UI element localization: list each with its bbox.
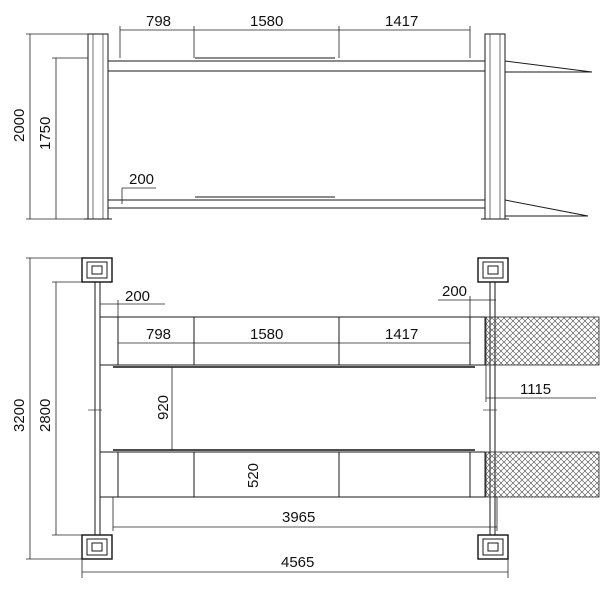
plan-dim-520: 520 — [245, 463, 262, 488]
side-top-dimension: 798 1580 1417 — [119, 13, 471, 58]
side-vertical-dimensions: 2000 1750 — [11, 33, 88, 220]
plan-dim-798: 798 — [146, 326, 171, 343]
side-lower-beam — [108, 196, 485, 209]
post-top-left — [81, 257, 113, 283]
post-bottom-right — [477, 534, 509, 560]
ramp-lower — [485, 451, 600, 498]
plan-dim-4565: 4565 — [281, 554, 314, 571]
side-ramps — [504, 60, 593, 217]
plan-runway-dims: 798 1580 1417 — [118, 326, 470, 344]
plan-dim-3200: 3200 — [11, 399, 28, 432]
plan-lower-runway — [99, 449, 486, 498]
side-dim-1417: 1417 — [385, 13, 418, 30]
plan-ramp-dim: 1115 — [485, 365, 596, 402]
side-dim-798: 798 — [146, 13, 171, 30]
plan-dim-3965: 3965 — [282, 509, 315, 526]
plan-inner-length-dim: 3965 — [112, 497, 498, 531]
plan-dim-1417: 1417 — [385, 326, 418, 343]
side-right-post — [481, 33, 509, 220]
plan-offset-dims: 200 200 — [100, 283, 496, 317]
side-dim-1750: 1750 — [37, 117, 54, 150]
side-left-post — [84, 33, 112, 220]
plan-gap-dim: 920 — [155, 367, 173, 450]
plan-dim-920: 920 — [155, 395, 172, 420]
plan-vertical-dims: 3200 2800 — [11, 257, 82, 560]
side-dim-1580: 1580 — [250, 13, 283, 30]
side-view: 798 1580 1417 2000 1750 200 — [11, 13, 593, 220]
plan-plate-dim: 520 — [245, 463, 262, 488]
plan-dim-200-left: 200 — [125, 288, 150, 305]
plan-dim-2800: 2800 — [37, 399, 54, 432]
side-dim-200: 200 — [129, 171, 154, 188]
side-dim-2000: 2000 — [11, 109, 28, 142]
side-leader-200: 200 — [121, 171, 156, 204]
post-top-right — [477, 257, 509, 283]
plan-view: 200 200 798 1580 1417 920 520 1115 — [11, 257, 600, 578]
plan-dim-1580: 1580 — [250, 326, 283, 343]
ramp-upper — [485, 316, 600, 366]
plan-dim-200-right: 200 — [442, 283, 467, 300]
plan-corner-posts — [81, 257, 509, 560]
side-upper-beam — [108, 57, 485, 72]
plan-ramps — [485, 316, 600, 498]
post-bottom-left — [81, 534, 113, 560]
plan-dim-1115: 1115 — [520, 381, 551, 398]
plan-upper-runway — [99, 316, 486, 368]
plan-overall-length-dim: 4565 — [81, 554, 509, 578]
